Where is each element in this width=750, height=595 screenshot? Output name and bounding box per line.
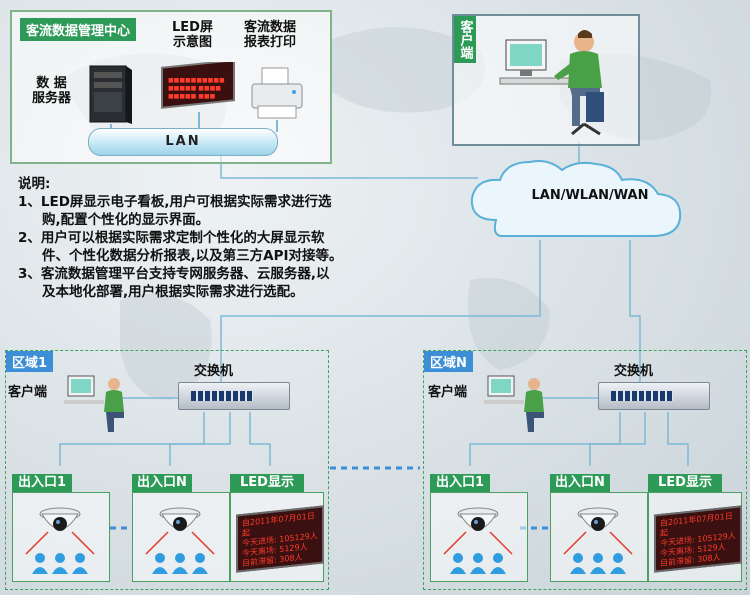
zone-1-switch-icon xyxy=(178,382,290,410)
zone-1-tag: 区域1 xyxy=(6,351,54,372)
zone-n-operator-icon xyxy=(484,375,544,432)
zone-n-exit-n xyxy=(550,492,648,582)
server-icon xyxy=(89,65,132,124)
zone-n-exit-n-tag: 出入口N xyxy=(550,474,610,492)
led-diagram-label: LED屏 示意图 xyxy=(172,20,213,50)
people-counting-camera-icon xyxy=(145,507,215,574)
zone-1-exit-1 xyxy=(12,492,110,582)
zone-1-led-display: 自2011年07月01日起 今天进场: 105129人 今天离场: 5129人 … xyxy=(236,505,324,573)
people-counting-camera-icon xyxy=(25,507,95,574)
people-counting-camera-icon xyxy=(443,507,513,574)
report-print-label: 客流数据 报表打印 xyxy=(244,20,297,50)
operator-at-desk-icon xyxy=(499,30,604,136)
zone-1-exit-n-tag: 出入口N xyxy=(132,474,192,492)
zone-n xyxy=(423,350,747,590)
people-counting-camera-icon xyxy=(563,507,633,574)
zone-n-exit-1-tag: 出入口1 xyxy=(430,474,490,492)
lan-bus: LAN xyxy=(88,128,278,156)
zone-n-led-display: 自2011年07月01日起 今天进场: 105129人 今天离场: 5129人 … xyxy=(654,505,742,573)
description-heading: 说明: xyxy=(18,176,51,192)
zone-n-switch-label: 交换机 xyxy=(614,364,654,379)
zone-1-operator-icon xyxy=(64,375,124,432)
zone-1 xyxy=(5,350,329,590)
zone-n-switch-icon xyxy=(598,382,710,410)
data-management-center: 客流数据管理中心 LED屏 示意图 客流数据 报表打印 数 据 服务器 ■■■■… xyxy=(10,10,332,164)
zone-1-exit-n xyxy=(132,492,230,582)
zone-1-exit-1-tag: 出入口1 xyxy=(12,474,72,492)
client-top-tag: 客户端 xyxy=(454,16,476,63)
zone-n-client-label: 客户端 xyxy=(428,385,468,400)
zone-1-switch-label: 交换机 xyxy=(194,364,234,379)
svg-text:■■■■■ ■■■: ■■■■■ ■■■ xyxy=(168,93,216,100)
cloud-network-icon xyxy=(470,160,682,237)
printer-icon xyxy=(251,67,303,119)
hub-title: 客流数据管理中心 xyxy=(20,18,137,41)
led-display-icon: ■■■■■■■■■■ ■■■■■ ■■■■ ■■■■■ ■■■ xyxy=(161,62,235,109)
zone-n-led-tag: LED显示 xyxy=(648,474,722,492)
zone-n-tag: 区域N xyxy=(424,351,473,372)
server-label: 数 据 服务器 xyxy=(32,76,72,106)
client-terminal-top: 客户端 xyxy=(452,14,640,146)
svg-text:■■■■■■■■■■: ■■■■■■■■■■ xyxy=(168,77,225,84)
svg-text:■■■■■ ■■■■: ■■■■■ ■■■■ xyxy=(168,85,221,92)
zone-n-exit-1 xyxy=(430,492,528,582)
description: 说明: 1、LED屏显示电子看板,用户可根据实际需求进行选 购,配置个性化的显示… xyxy=(18,175,488,301)
zone-1-led-tag: LED显示 xyxy=(230,474,304,492)
network-label: LAN/WLAN/WAN xyxy=(531,188,649,203)
zone-1-client-label: 客户端 xyxy=(8,385,48,400)
